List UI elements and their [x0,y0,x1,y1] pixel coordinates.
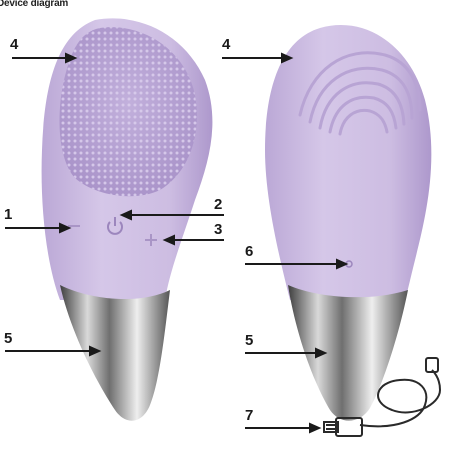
callout-label-4-back: 4 [222,36,230,53]
callout-label-1: 1 [4,206,12,223]
device-back [265,25,431,421]
front-chrome-tip [60,285,170,421]
callout-label-5-front: 5 [4,330,12,347]
callout-label-6: 6 [245,243,253,260]
callout-label-4-front: 4 [10,36,18,53]
device-front [42,18,213,420]
callout-label-3: 3 [214,221,222,238]
callout-label-7: 7 [245,407,253,424]
callout-label-5-back: 5 [245,332,253,349]
callout-label-2: 2 [214,196,222,213]
